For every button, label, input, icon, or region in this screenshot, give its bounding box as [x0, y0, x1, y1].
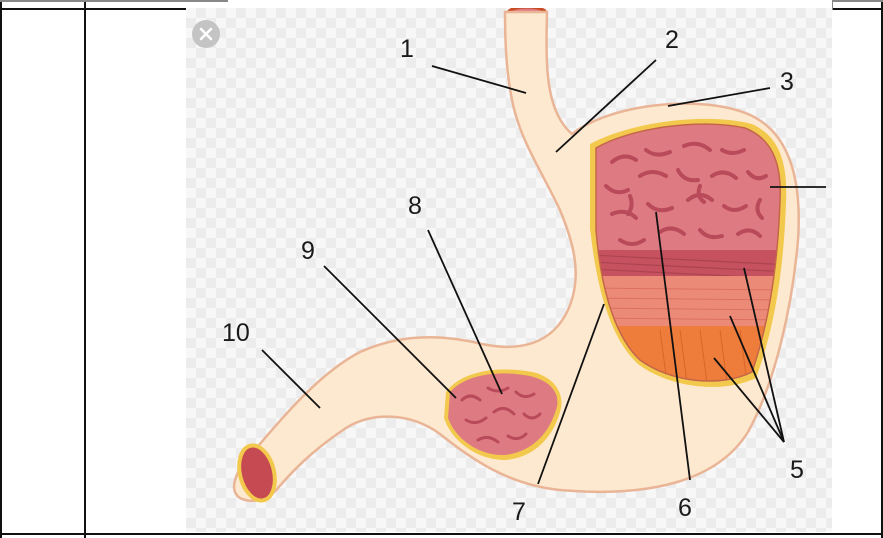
label-2: 2 — [665, 26, 679, 54]
stomach-anatomy-diagram: 1 2 3 4 5 6 7 8 9 10 — [186, 8, 832, 532]
table-top-left-rule — [0, 0, 228, 2]
table-column-divider — [84, 0, 86, 538]
label-3: 3 — [780, 68, 794, 96]
label-5: 5 — [790, 456, 804, 484]
label-10: 10 — [222, 319, 250, 347]
label-9: 9 — [301, 237, 315, 265]
table-bottom-rule — [0, 533, 883, 535]
table-top-right-rule — [832, 0, 883, 2]
close-icon[interactable] — [192, 20, 220, 48]
label-7: 7 — [512, 498, 526, 526]
label-6: 6 — [678, 494, 692, 522]
stomach-image-panel: 1 2 3 4 5 6 7 8 9 10 — [186, 8, 832, 532]
table-left-border — [0, 0, 2, 538]
image-right-edge — [832, 0, 833, 10]
label-1: 1 — [400, 35, 414, 63]
label-8: 8 — [408, 192, 422, 220]
